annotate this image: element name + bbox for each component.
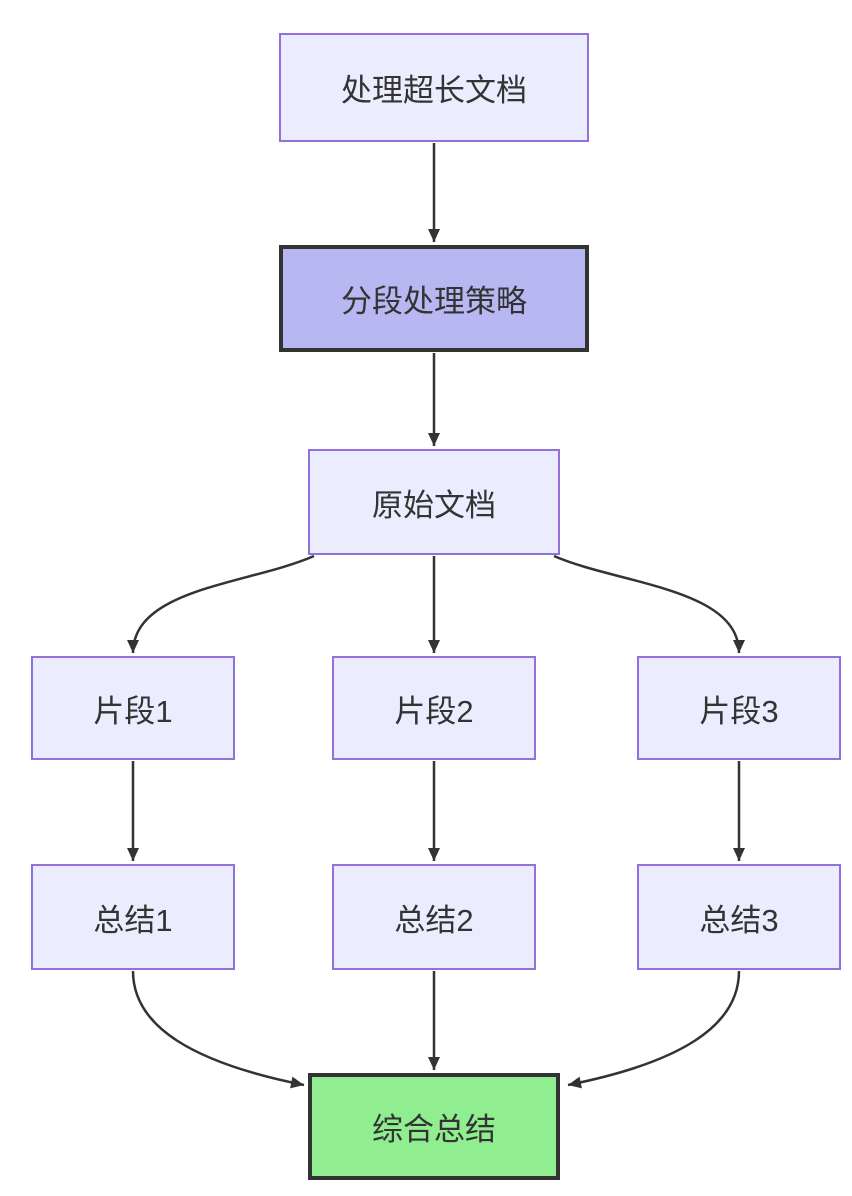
node-segment-strategy-label: 分段处理策略: [341, 284, 527, 319]
node-summary-2: 总结2: [332, 864, 536, 970]
edge-doc-to-fragment-3: [553, 554, 745, 654]
node-summary-1: 总结1: [31, 864, 235, 970]
node-final-summary-label: 综合总结: [372, 1112, 496, 1147]
node-final-summary: 综合总结: [308, 1073, 560, 1180]
node-summary-3-label: 总结3: [699, 902, 779, 938]
node-original-doc: 原始文档: [308, 449, 560, 555]
node-summary-1-label: 总结1: [93, 902, 173, 938]
edge-doc-to-fragment-1: [127, 554, 315, 654]
node-process-long-doc-label: 处理超长文档: [341, 73, 527, 108]
node-fragment-3-label: 片段3: [699, 693, 779, 729]
node-process-long-doc: 处理超长文档: [279, 33, 589, 142]
edge-summary-1-to-final: [131, 970, 305, 1089]
node-fragment-1-label: 片段1: [93, 693, 173, 729]
node-summary-3: 总结3: [637, 864, 841, 970]
node-fragment-2-label: 片段2: [394, 693, 474, 729]
node-fragment-2: 片段2: [332, 656, 536, 760]
node-summary-2-label: 总结2: [394, 902, 474, 938]
node-fragment-3: 片段3: [637, 656, 841, 760]
node-segment-strategy: 分段处理策略: [279, 245, 589, 352]
edge-summary-3-to-final: [567, 970, 741, 1089]
node-fragment-1: 片段1: [31, 656, 235, 760]
node-original-doc-label: 原始文档: [372, 487, 496, 523]
